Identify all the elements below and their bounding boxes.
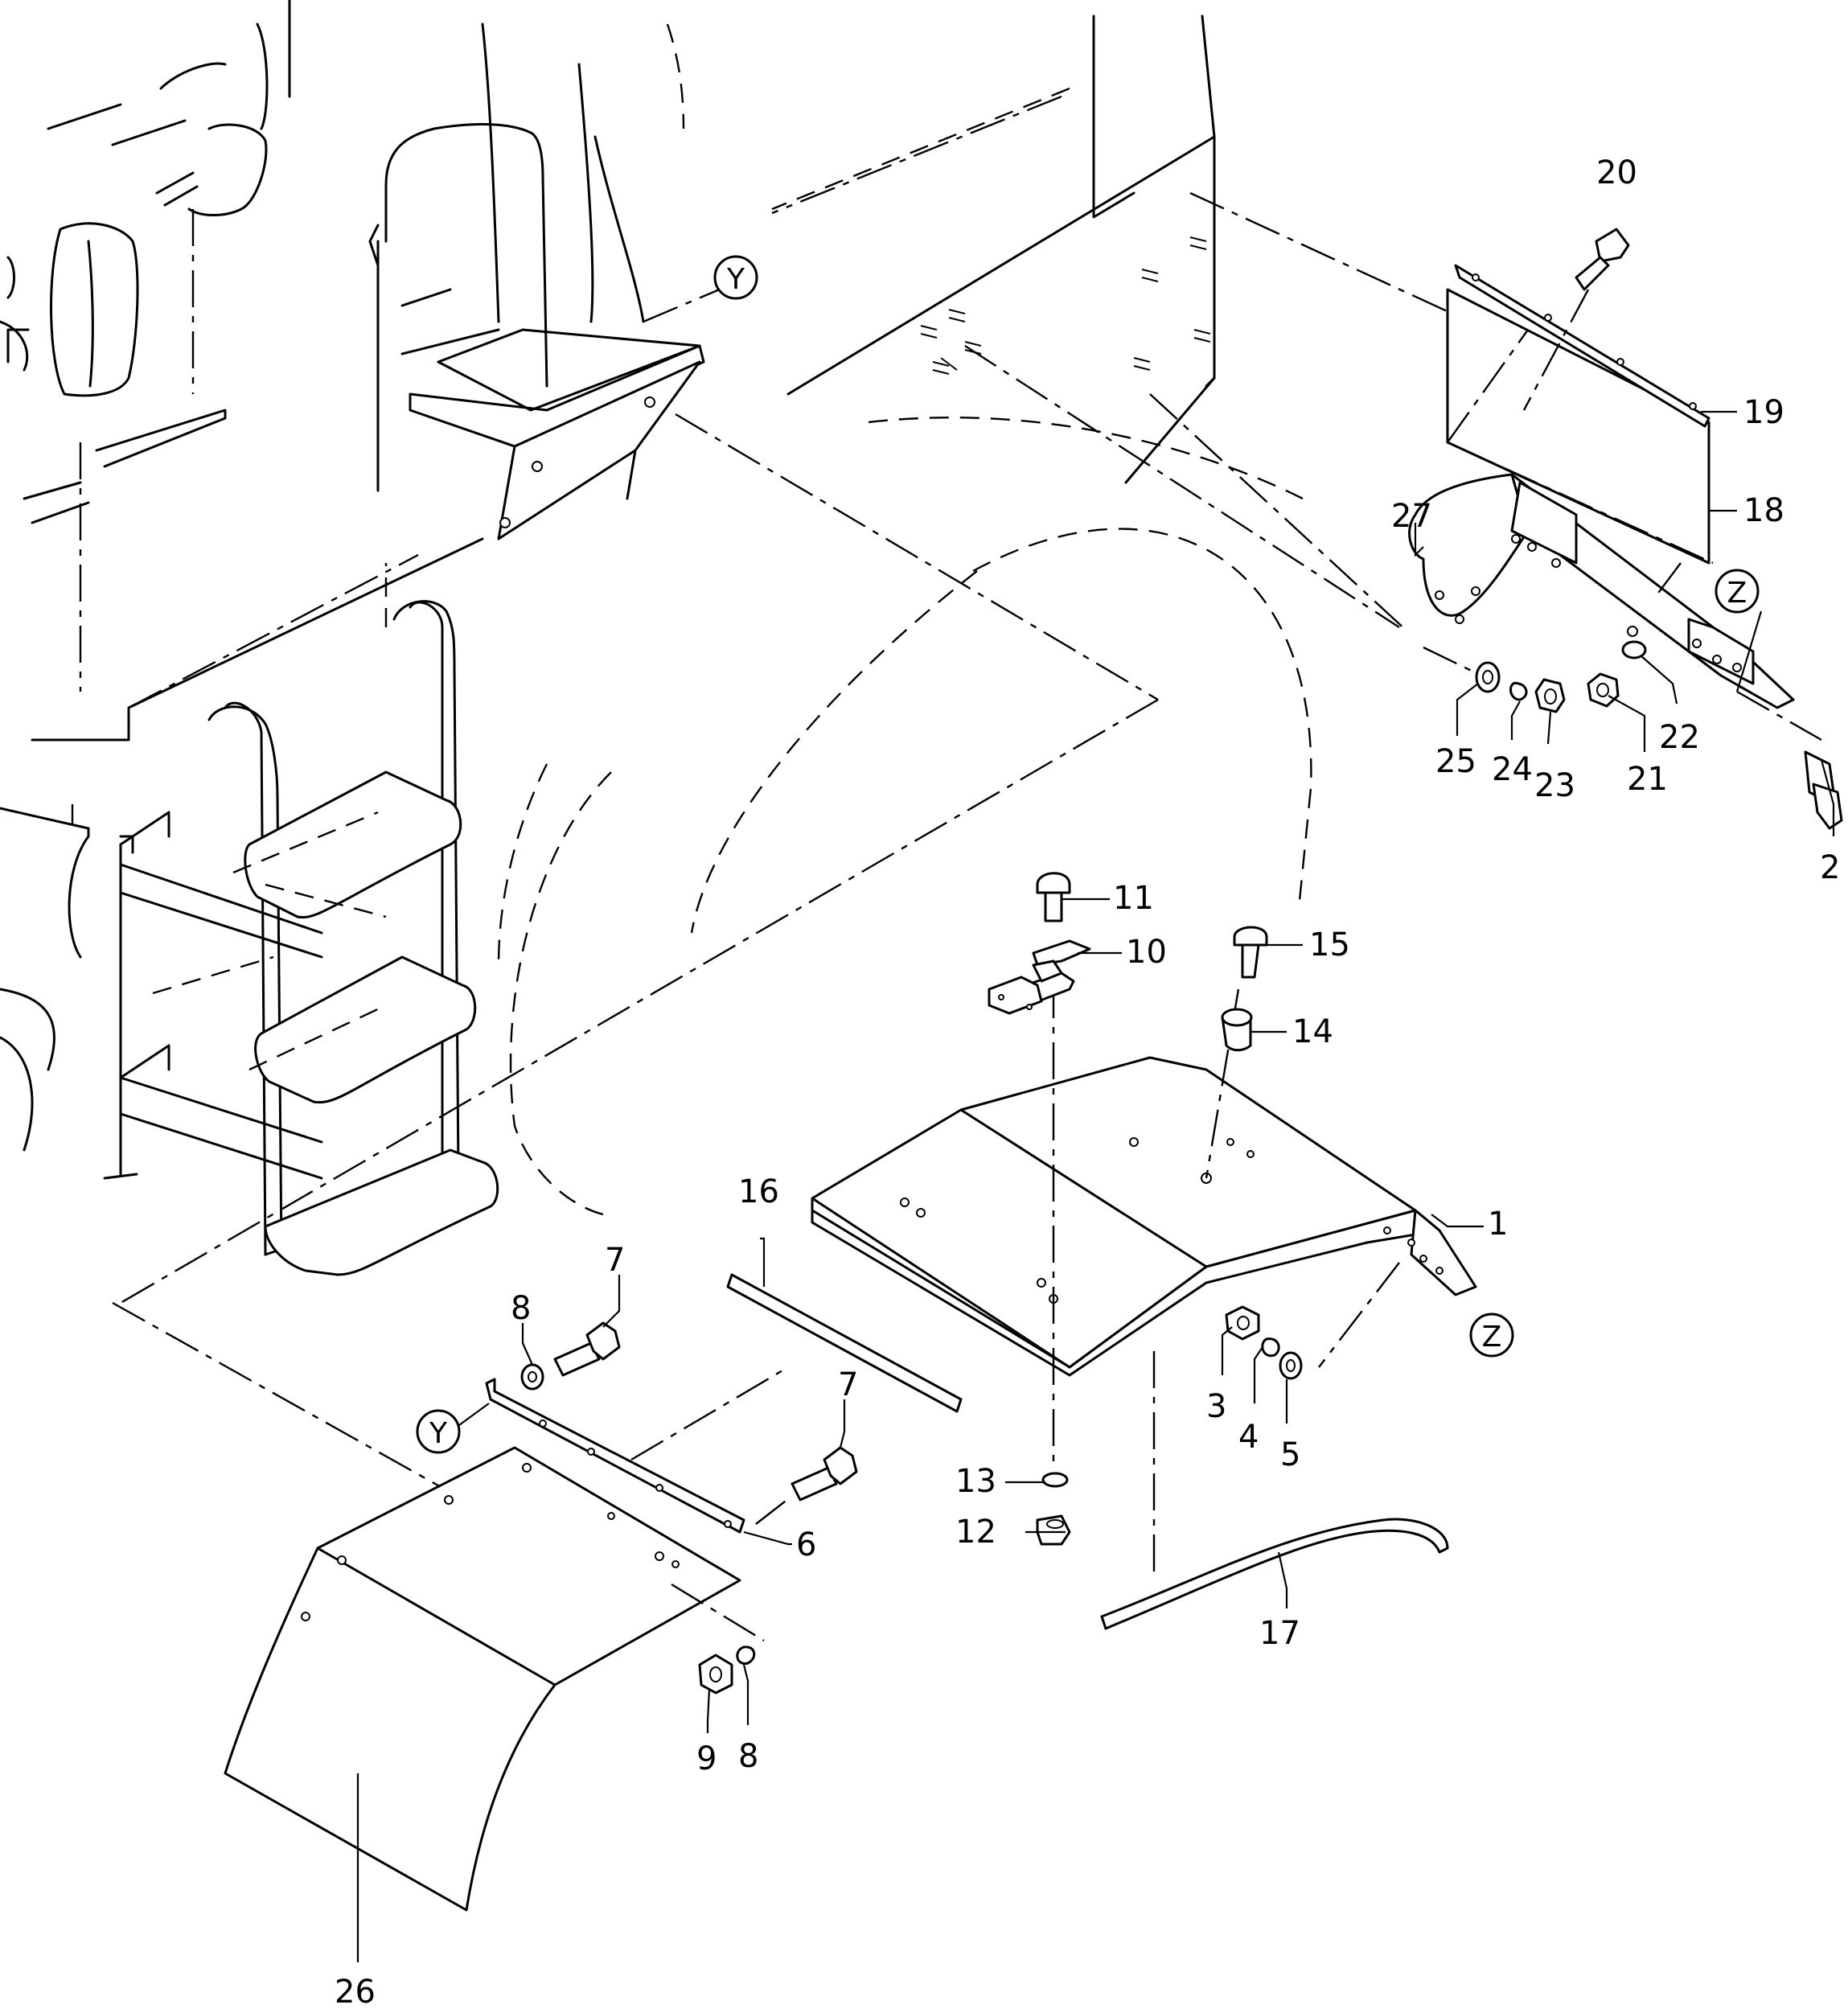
machine-background: [0, 0, 1593, 1489]
reference-y-bottom: Y: [416, 1403, 490, 1454]
callout-17: 17: [1259, 1615, 1300, 1652]
bracket-assembly: [1408, 228, 1843, 830]
callout-9: 9: [696, 1740, 717, 1777]
svg-text:Y: Y: [429, 1417, 448, 1450]
washer-13-icon: [1041, 1472, 1069, 1488]
washer-22-icon: [1621, 640, 1647, 659]
callout-26: 26: [335, 1974, 376, 2011]
callout-23: 23: [1534, 767, 1575, 804]
callout-16: 16: [738, 1173, 779, 1210]
callout-21: 21: [1627, 761, 1668, 798]
callout-18: 18: [1743, 492, 1784, 529]
leader-lines: [356, 410, 1835, 1962]
lock-washer-4-icon: [1261, 1337, 1280, 1358]
lock-washer-24-icon: [1509, 681, 1528, 701]
screw-11-icon: [1036, 872, 1071, 922]
nut-21-icon: [1587, 672, 1620, 708]
nut-3-icon: [1225, 1305, 1260, 1341]
callout-19: 19: [1743, 394, 1784, 431]
callout-1: 1: [1488, 1206, 1508, 1243]
bolt-7-top-icon: [553, 1321, 621, 1377]
callout-4: 4: [1238, 1419, 1259, 1456]
callout-27: 27: [1391, 498, 1432, 535]
latch-10-icon: [988, 939, 1091, 1015]
washer-5-icon: [1279, 1351, 1303, 1380]
callout-15: 15: [1309, 926, 1350, 963]
callout-24: 24: [1492, 751, 1533, 788]
angle-6-icon: [485, 1378, 745, 1534]
callout-7-top: 7: [605, 1242, 625, 1279]
callout-20: 20: [1596, 154, 1637, 191]
nut-9-icon: [698, 1654, 733, 1695]
callout-11: 11: [1113, 880, 1154, 917]
callout-10: 10: [1126, 934, 1167, 971]
reference-z-center: Z: [1469, 1313, 1514, 1358]
svg-text:Y: Y: [726, 263, 745, 296]
reference-y-top: Y: [713, 255, 758, 300]
svg-text:Z: Z: [1482, 1321, 1502, 1354]
mounting-shelf: [643, 95, 1062, 323]
center-fender: [726, 872, 1477, 1630]
reference-z-right: Z: [1715, 569, 1760, 614]
callout-labels: 1 2 3 4 5 6 7 7 8 8 9 10 11 12 13 14 15 …: [335, 154, 1840, 2011]
nut-23-icon: [1534, 678, 1566, 713]
lower-fender: [224, 1321, 858, 1912]
callout-25: 25: [1435, 743, 1476, 780]
washer-8-top-icon: [520, 1363, 544, 1391]
callout-22: 22: [1659, 719, 1700, 756]
nut-12-icon: [1036, 1514, 1071, 1546]
callout-13: 13: [955, 1463, 996, 1500]
callout-8-top: 8: [511, 1290, 531, 1327]
callout-14: 14: [1292, 1013, 1333, 1050]
callout-8-bottom: 8: [738, 1738, 758, 1775]
bolt-20-icon: [1575, 228, 1630, 291]
callout-12: 12: [955, 1514, 996, 1551]
strip-16-icon: [726, 1273, 963, 1413]
callout-5: 5: [1280, 1436, 1300, 1473]
bolt-2-icon: [1804, 750, 1843, 830]
callout-2: 2: [1820, 849, 1840, 886]
bolt-7-middle-icon: [791, 1446, 858, 1502]
washer-25-icon: [1475, 661, 1501, 693]
svg-text:Z: Z: [1727, 577, 1747, 610]
lock-washer-8-bottom-icon: [736, 1645, 756, 1665]
callout-7-middle: 7: [838, 1366, 858, 1403]
callout-3: 3: [1206, 1388, 1226, 1425]
spacer-14-icon: [1221, 1008, 1253, 1052]
callout-6: 6: [796, 1526, 816, 1563]
bolt-15-icon: [1233, 926, 1268, 979]
strip-17-icon: [1100, 1518, 1449, 1630]
